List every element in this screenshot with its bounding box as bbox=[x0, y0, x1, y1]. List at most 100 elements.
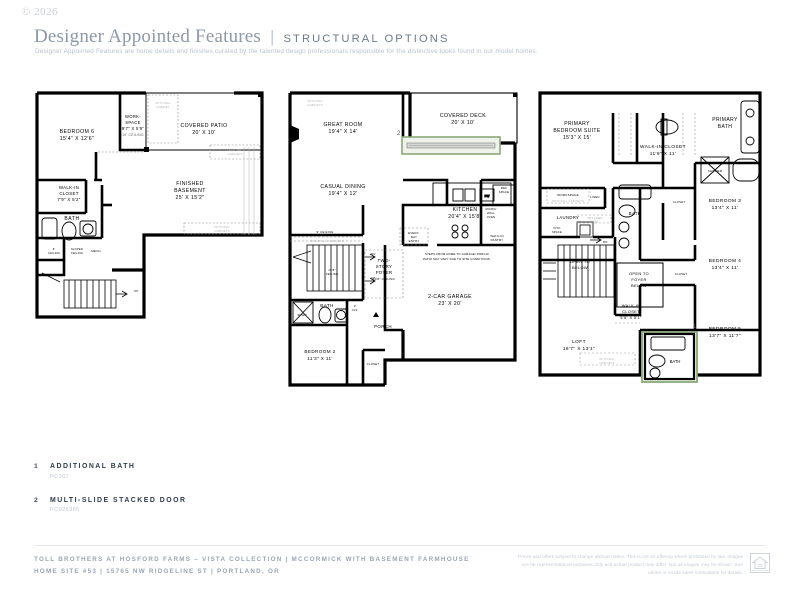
title-subtitle: STRUCTURAL OPTIONS bbox=[283, 33, 450, 45]
svg-text:UP: UP bbox=[134, 289, 139, 293]
svg-text:SLOPED: SLOPED bbox=[71, 247, 83, 251]
svg-text:PATIO MAY VARY DUE TO SITE CON: PATIO MAY VARY DUE TO SITE CONDITIONS. bbox=[423, 257, 491, 261]
basement-floor-plan: BEDROOM 6 15'4" X 12'6" WORK- SPACE 9'7"… bbox=[34, 85, 274, 325]
svg-text:WALK-IN: WALK-IN bbox=[59, 185, 79, 190]
svg-text:CEILING: CEILING bbox=[326, 272, 339, 276]
svg-text:15'4" X 12'6": 15'4" X 12'6" bbox=[60, 136, 95, 142]
svg-text:PANTRY: PANTRY bbox=[491, 238, 504, 242]
svg-text:FOYER: FOYER bbox=[376, 270, 393, 275]
svg-text:11'3" X 11': 11'3" X 11' bbox=[307, 356, 333, 361]
svg-text:BELOW: BELOW bbox=[572, 265, 588, 270]
svg-text:GREAT ROOM: GREAT ROOM bbox=[324, 122, 363, 128]
svg-text:BELOW: BELOW bbox=[631, 283, 647, 288]
svg-text:20' X 10': 20' X 10' bbox=[451, 120, 474, 126]
svg-text:CEILING: CEILING bbox=[71, 251, 83, 255]
legend-item[interactable]: 1 ADDITIONAL BATH PC367 bbox=[34, 462, 186, 480]
svg-text:7'9" X 5'2": 7'9" X 5'2" bbox=[57, 197, 80, 202]
svg-text:20'8" CEILING: 20'8" CEILING bbox=[373, 277, 396, 281]
svg-text:BATH: BATH bbox=[64, 216, 79, 222]
svg-text:CABINETS: CABINETS bbox=[599, 361, 615, 365]
equal-housing-opportunity-icon bbox=[750, 553, 770, 573]
svg-text:1: 1 bbox=[693, 324, 697, 330]
svg-text:DN: DN bbox=[371, 252, 376, 256]
svg-text:DAY: DAY bbox=[411, 235, 417, 239]
svg-text:WALK-IN: WALK-IN bbox=[622, 303, 641, 308]
structural-options-legend: 1 ADDITIONAL BATH PC367 2 MULTI-SLIDE ST… bbox=[34, 462, 186, 529]
svg-text:CABINET: CABINET bbox=[156, 105, 170, 109]
svg-text:BATH: BATH bbox=[320, 303, 334, 308]
svg-text:WORKSPACE: WORKSPACE bbox=[557, 193, 579, 197]
svg-text:9' CEILING: 9' CEILING bbox=[316, 230, 334, 234]
svg-text:CLOSET: CLOSET bbox=[367, 362, 380, 366]
svg-text:13'4" X 11': 13'4" X 11' bbox=[712, 265, 739, 271]
svg-text:DN: DN bbox=[603, 240, 608, 244]
svg-text:CABS.: CABS. bbox=[591, 221, 600, 224]
svg-text:CLS.: CLS. bbox=[352, 308, 359, 312]
floor-plans-container: BEDROOM 6 15'4" X 12'6" WORK- SPACE 9'7"… bbox=[0, 85, 800, 425]
svg-text:CLOSET: CLOSET bbox=[673, 200, 685, 204]
svg-text:CABINETS: CABINETS bbox=[214, 229, 230, 233]
svg-text:WALL: WALL bbox=[487, 211, 495, 215]
svg-text:STORY: STORY bbox=[376, 264, 392, 269]
svg-text:PORCH: PORCH bbox=[374, 324, 392, 329]
svg-text:BEDROOM 3: BEDROOM 3 bbox=[709, 198, 741, 204]
svg-text:CLOSET: CLOSET bbox=[59, 191, 78, 196]
svg-text:OPEN TO: OPEN TO bbox=[570, 259, 590, 264]
svg-text:23' X 20': 23' X 20' bbox=[438, 301, 461, 307]
legend-code: PC026365 bbox=[50, 507, 80, 514]
svg-text:LAUNDRY: LAUNDRY bbox=[557, 215, 580, 220]
svg-text:OPTIONAL: OPTIONAL bbox=[214, 225, 230, 229]
svg-text:REF: REF bbox=[501, 186, 507, 190]
title-main: Designer Appointed Features bbox=[34, 26, 262, 47]
svg-text:15'3" X 15': 15'3" X 15' bbox=[563, 135, 591, 141]
upper-floor-plan: BATH 1 bbox=[535, 85, 780, 410]
svg-text:BASEMENT: BASEMENT bbox=[174, 188, 206, 194]
svg-text:SHWR: SHWR bbox=[297, 313, 306, 317]
main-floor-plan: DW 2 bbox=[285, 85, 535, 415]
svg-text:CEILING: CEILING bbox=[48, 251, 60, 255]
svg-text:BEDROOM 4: BEDROOM 4 bbox=[709, 258, 741, 264]
svg-text:TWO-: TWO- bbox=[378, 258, 391, 263]
svg-text:OVEN: OVEN bbox=[487, 215, 495, 219]
svg-text:PRIMARY: PRIMARY bbox=[712, 117, 738, 123]
svg-text:CASUAL DINING: CASUAL DINING bbox=[320, 184, 365, 190]
svg-text:CLOSET: CLOSET bbox=[675, 272, 687, 276]
svg-text:20' X 10': 20' X 10' bbox=[192, 130, 215, 136]
svg-text:CABINETS: CABINETS bbox=[227, 152, 243, 156]
svg-text:WALK-IN CLOSET: WALK-IN CLOSET bbox=[640, 144, 686, 150]
svg-text:FOYER: FOYER bbox=[631, 277, 646, 282]
svg-text:BEDROOM 2: BEDROOM 2 bbox=[304, 349, 335, 354]
svg-text:UP: UP bbox=[371, 276, 375, 280]
legend-item[interactable]: 2 MULTI-SLIDE STACKED DOOR PC026365 bbox=[34, 496, 186, 514]
page-title: Designer Appointed Features | STRUCTURAL… bbox=[34, 26, 450, 48]
svg-text:SHOWER: SHOWER bbox=[708, 169, 722, 173]
svg-text:ENTRY: ENTRY bbox=[409, 239, 420, 243]
svg-text:11'9" X 11': 11'9" X 11' bbox=[650, 151, 676, 157]
svg-text:13'4" X 11': 13'4" X 11' bbox=[712, 205, 739, 211]
svg-text:CLOSET: CLOSET bbox=[622, 309, 640, 314]
svg-text:BEDROOM SUITE: BEDROOM SUITE bbox=[553, 128, 600, 134]
svg-text:BEDROOM 6: BEDROOM 6 bbox=[60, 129, 95, 135]
legend-number: 1 bbox=[34, 463, 39, 470]
svg-text:MICRO/: MICRO/ bbox=[486, 207, 497, 211]
svg-text:SPACE: SPACE bbox=[125, 120, 140, 125]
svg-text:OPTIONAL: OPTIONAL bbox=[307, 99, 323, 103]
svg-text:SPACE: SPACE bbox=[552, 230, 562, 234]
svg-text:19'4" X 14': 19'4" X 14' bbox=[329, 129, 358, 135]
svg-text:INTO: INTO bbox=[553, 226, 560, 230]
svg-text:OPTIONAL CABINETS: OPTIONAL CABINETS bbox=[552, 199, 584, 203]
svg-text:DW: DW bbox=[485, 194, 490, 198]
footer-divider bbox=[34, 545, 766, 546]
svg-text:MECH: MECH bbox=[91, 249, 100, 253]
svg-text:OPTIONAL CABINETS: OPTIONAL CABINETS bbox=[310, 239, 344, 243]
disclaimer-text: Prices and offers subject to change with… bbox=[518, 554, 743, 576]
community-name: TOLL BROTHERS AT HOSFORD FARMS – VISTA C… bbox=[34, 556, 470, 563]
svg-text:OPTIONAL: OPTIONAL bbox=[155, 101, 171, 105]
svg-text:OPEN TO: OPEN TO bbox=[629, 271, 649, 276]
svg-text:STEPS FROM HOME TO GARAGE/ POR: STEPS FROM HOME TO GARAGE/ PORCH/ bbox=[425, 252, 489, 256]
title-divider: | bbox=[270, 27, 275, 46]
svg-text:BATH: BATH bbox=[670, 359, 681, 364]
svg-text:PRIMARY: PRIMARY bbox=[564, 121, 590, 127]
svg-text:LINEN: LINEN bbox=[590, 195, 599, 199]
